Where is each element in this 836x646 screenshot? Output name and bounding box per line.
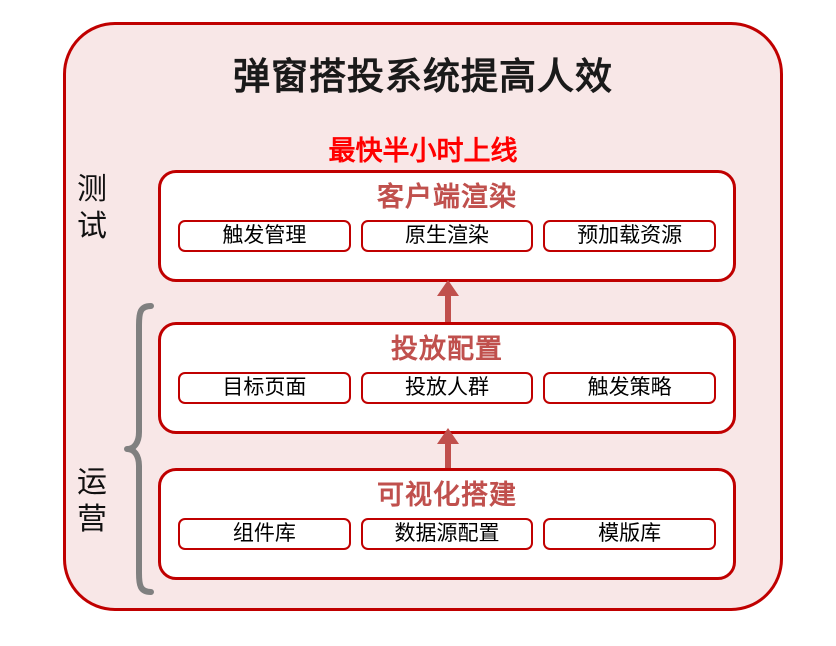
tag-trigger-management[interactable]: 触发管理 [178,220,351,253]
tag-trigger-strategy[interactable]: 触发策略 [543,372,717,405]
tag-component-library[interactable]: 组件库 [178,518,351,551]
side-label-test-char-0: 测 [77,173,107,206]
stage-title-delivery-config: 投放配置 [391,334,503,364]
stage-card-client-render[interactable]: 客户端渲染 触发管理 原生渲染 预加载资源 [158,170,736,282]
side-label-test: 测 试 [72,172,112,245]
side-label-test-char-1: 试 [77,209,107,243]
page-title: 弹窗搭投系统提高人效 [233,56,613,97]
stage-card-visual-builder[interactable]: 可视化搭建 组件库 数据源配置 模版库 [158,468,736,580]
tag-native-render[interactable]: 原生渲染 [360,220,534,253]
tag-row-delivery-config: 目标页面 投放人群 触发策略 [161,372,733,405]
page-subtitle: 最快半小时上线 [328,136,518,166]
arrow-up-icon-delivery-to-client [437,280,459,324]
stage-card-delivery-config[interactable]: 投放配置 目标页面 投放人群 触发策略 [158,322,736,434]
side-label-operations: 运 营 [72,465,112,538]
tag-row-visual-builder: 组件库 数据源配置 模版库 [161,518,733,551]
tag-template-library[interactable]: 模版库 [543,518,717,551]
tag-datasource-config[interactable]: 数据源配置 [360,518,534,551]
tag-row-client-render: 触发管理 原生渲染 预加载资源 [161,220,733,253]
arrow-up-icon-builder-to-delivery [437,428,459,472]
curly-brace-operations [124,303,154,595]
stage-title-client-render: 客户端渲染 [377,182,517,212]
tag-target-page[interactable]: 目标页面 [178,372,351,405]
tag-target-audience[interactable]: 投放人群 [360,372,534,405]
stage-title-visual-builder: 可视化搭建 [377,480,517,510]
tag-preload-resource[interactable]: 预加载资源 [543,220,717,253]
side-label-operations-char-0: 运 [77,466,107,499]
side-label-operations-char-1: 营 [77,502,107,536]
